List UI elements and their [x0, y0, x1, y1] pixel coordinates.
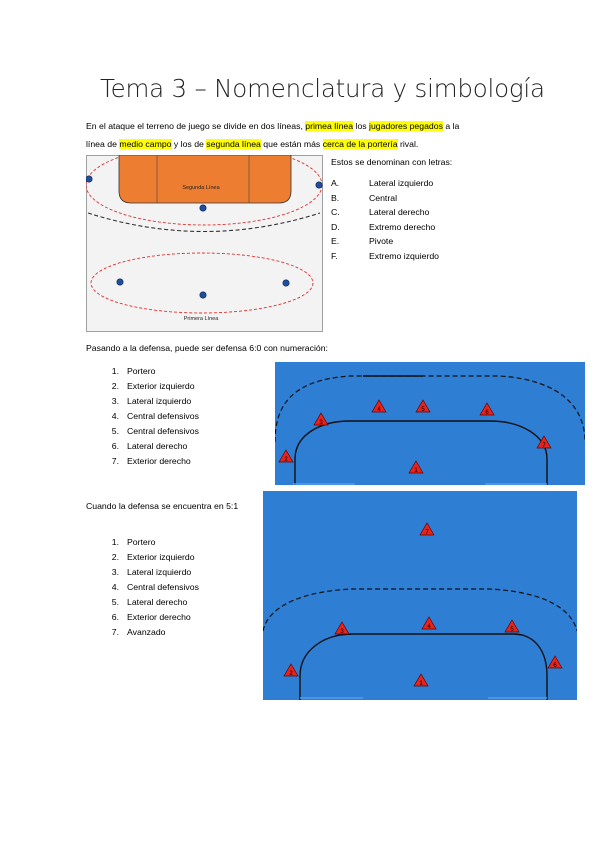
attacker-player	[116, 278, 124, 286]
svg-text:2: 2	[289, 671, 293, 677]
defender-player-4: 4	[421, 616, 437, 630]
free-throw-line	[87, 212, 321, 233]
svg-text:2: 2	[284, 457, 288, 463]
letters-intro: Estos se denominan con letras:	[331, 157, 453, 167]
list-item: 1.Portero	[111, 366, 156, 376]
highlight-medio-campo: medio campo	[119, 139, 172, 149]
list-item: E.Pivote	[331, 236, 394, 247]
list-item: 6.Exterior derecho	[111, 612, 191, 622]
defender-player-5: 5	[415, 399, 431, 413]
svg-text:7: 7	[542, 443, 546, 449]
list-item: 2.Exterior izquierdo	[111, 552, 195, 562]
list-item: 5.Lateral derecho	[111, 597, 188, 607]
defense-60-intro: Pasando a la defensa, puede ser defensa …	[86, 343, 328, 353]
svg-text:6: 6	[553, 663, 557, 669]
segunda-linea-label: Segunda Línea	[182, 185, 220, 191]
primera-linea-label: Primera Línea	[184, 316, 219, 322]
defender-player-3: 3	[334, 621, 350, 635]
attacker-player	[315, 181, 323, 189]
list-item: 2.Exterior izquierdo	[111, 381, 195, 391]
svg-text:4: 4	[427, 624, 431, 630]
list-item: C.Lateral derecho	[331, 207, 430, 218]
svg-text:5: 5	[510, 627, 514, 633]
intro-paragraph: En el ataque el terreno de juego se divi…	[86, 117, 526, 153]
list-item: 4.Central defensivos	[111, 411, 199, 421]
list-item: 7.Exterior derecho	[111, 456, 191, 466]
defense-60-list: 1.Portero 2.Exterior izquierdo 3.Lateral…	[101, 366, 199, 471]
svg-text:5: 5	[421, 407, 425, 413]
svg-text:4: 4	[377, 407, 381, 413]
highlight-jugadores-pegados: jugadores pegados	[369, 121, 443, 131]
list-item: 7.Avanzado	[111, 627, 166, 637]
intro-line-1: En el ataque el terreno de juego se divi…	[86, 121, 460, 131]
goalkeeper-player-1: 1	[413, 673, 429, 687]
list-item: 3.Lateral izquierdo	[111, 567, 192, 577]
intro-line-2: línea de medio campo y los de segunda lí…	[86, 139, 419, 149]
defender-player-3: 3	[313, 412, 329, 426]
attacker-player	[282, 279, 290, 287]
defender-player-6: 6	[479, 402, 495, 416]
list-item: 5.Central defensivos	[111, 426, 199, 436]
goal-area	[118, 155, 292, 204]
svg-text:3: 3	[340, 629, 344, 635]
defender-player-2: 2	[278, 449, 294, 463]
primera-linea-ellipse	[90, 252, 314, 314]
list-item: 1.Portero	[111, 537, 156, 547]
free-throw-line	[263, 588, 577, 632]
list-item: 6.Lateral derecho	[111, 441, 188, 451]
defender-player-4: 4	[371, 399, 387, 413]
list-item: A.Lateral izquierdo	[331, 178, 434, 188]
list-item: D.Extremo derecho	[331, 221, 436, 232]
attacker-player	[199, 204, 207, 212]
page-title: Tema 3 – Nomenclatura y simbología	[100, 74, 545, 103]
highlight-segunda-linea: segunda línea	[206, 139, 261, 149]
defender-player-5: 5	[504, 619, 520, 633]
list-item: 4.Central defensivos	[111, 582, 199, 592]
defense-51-diagram: 7 2 3 4 5 6 1	[263, 491, 577, 700]
attacker-player	[86, 175, 93, 183]
attack-lines-diagram: Segunda Línea Primera Línea	[86, 155, 323, 332]
defense-51-intro: Cuando la defensa se encuentra en 5:1	[86, 501, 239, 511]
svg-text:7: 7	[425, 530, 429, 536]
svg-text:1: 1	[419, 681, 423, 687]
list-item: F.Extremo izquierdo	[331, 250, 440, 261]
goalkeeper-player-1: 1	[408, 460, 424, 474]
defender-player-2: 2	[283, 663, 299, 677]
advanced-player-7: 7	[419, 522, 435, 536]
list-item: 3.Lateral izquierdo	[111, 396, 192, 406]
highlight-cerca-porteria: cerca de la portería	[322, 139, 398, 149]
svg-text:3: 3	[319, 420, 323, 426]
list-item: B.Central	[331, 192, 398, 203]
svg-text:6: 6	[485, 410, 489, 416]
court-background	[263, 491, 577, 700]
defense-51-list: 1.Portero 2.Exterior izquierdo 3.Lateral…	[101, 537, 199, 642]
svg-text:1: 1	[414, 468, 418, 474]
defense-60-diagram: 2 3 4 5 6 7 1	[275, 362, 585, 485]
free-throw-line	[275, 375, 585, 443]
attacker-player	[199, 291, 207, 299]
goal-area-line	[299, 633, 548, 700]
defender-player-7: 7	[536, 435, 552, 449]
defender-player-6: 6	[547, 655, 563, 669]
highlight-primera-linea: primea línea	[305, 121, 354, 131]
attack-letters-list: A.Lateral izquierdo B.Central C.Lateral …	[331, 178, 439, 266]
